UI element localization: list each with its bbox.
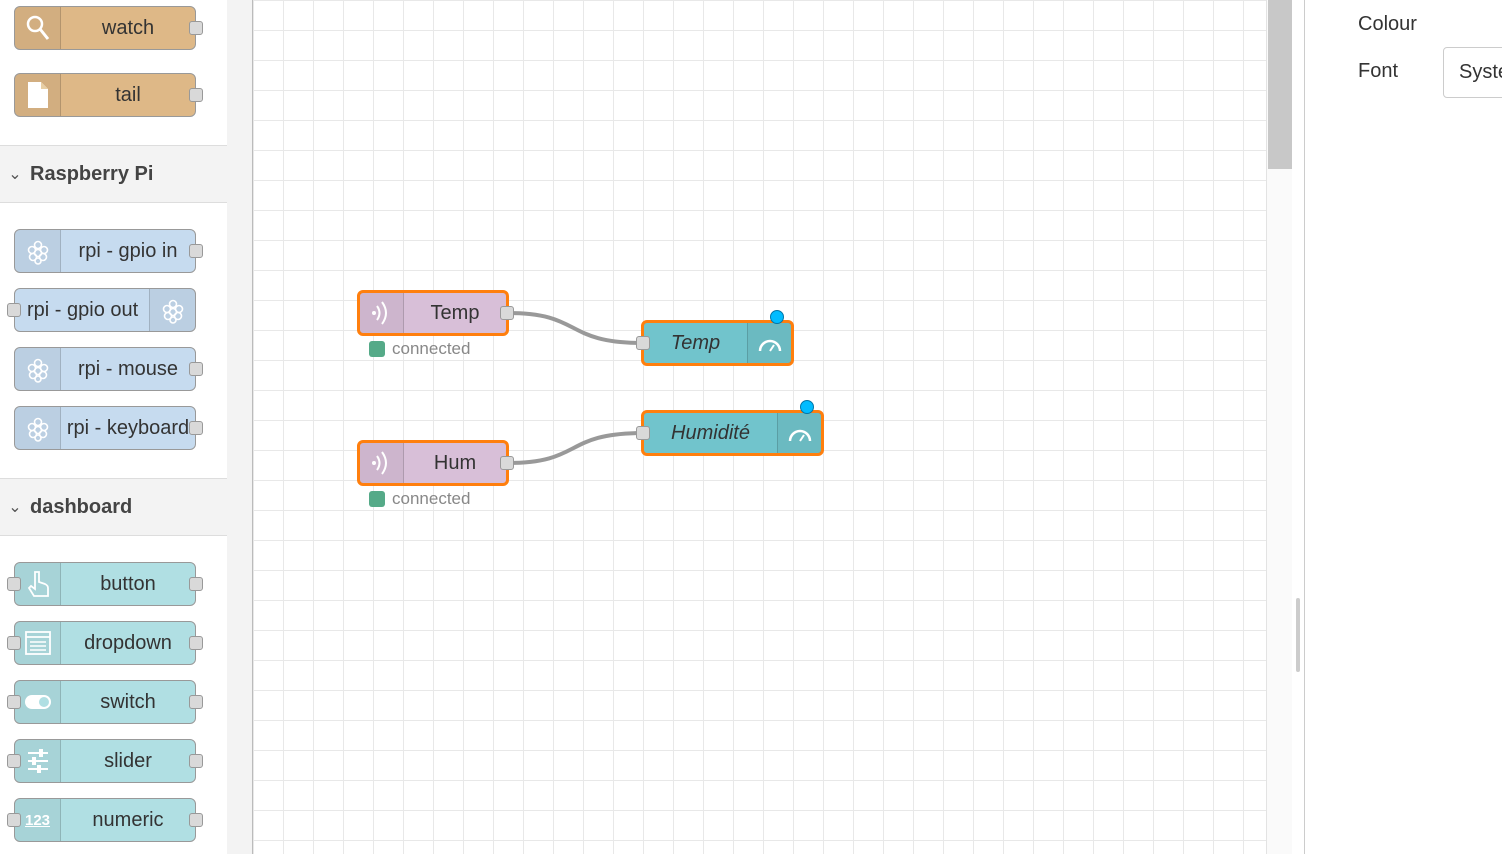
palette-node-dropdown[interactable]: dropdown <box>7 621 203 665</box>
palette-node-label: rpi - keyboard <box>66 416 190 439</box>
raspberry-icon <box>15 230 61 272</box>
category-dashboard[interactable]: ⌄ dashboard <box>0 478 227 536</box>
font-select-value: System Font <box>1459 61 1502 83</box>
palette-node-numeric[interactable]: 123 numeric <box>7 798 203 842</box>
flow-workspace[interactable]: Temp connected Temp Hum connected Humidi… <box>253 0 1266 854</box>
status-text: connected <box>392 339 471 358</box>
palette-node-rpi-keyboard[interactable]: rpi - keyboard <box>14 406 203 450</box>
search-icon <box>15 7 61 49</box>
palette-node-button[interactable]: button <box>7 562 203 606</box>
palette-node-label: numeric <box>92 808 164 831</box>
changed-indicator <box>770 310 784 324</box>
palette-node-rpi-mouse[interactable]: rpi - mouse <box>14 347 203 391</box>
resize-grip[interactable] <box>1296 598 1300 672</box>
palette-node-rpi-gpio-out[interactable]: rpi - gpio out <box>7 288 196 332</box>
category-title: dashboard <box>30 495 133 518</box>
output-port[interactable] <box>189 636 203 650</box>
flow-node-mqtt-hum[interactable]: Hum <box>357 440 514 486</box>
font-select[interactable]: System Font <box>1443 47 1502 98</box>
status-dot <box>369 341 385 357</box>
palette-node-label: slider <box>104 749 152 772</box>
wire-temp[interactable] <box>507 311 644 345</box>
input-port[interactable] <box>636 426 650 440</box>
bridge-icon <box>360 293 404 333</box>
palette-node-label: switch <box>100 690 156 713</box>
wire-hum[interactable] <box>507 431 644 465</box>
output-port[interactable] <box>500 456 514 470</box>
status-indicator: connected <box>369 489 470 509</box>
output-port[interactable] <box>189 244 203 258</box>
font-label: Font <box>1358 60 1399 82</box>
palette-node-label: dropdown <box>84 631 172 654</box>
raspberry-icon <box>15 348 61 390</box>
chevron-down-icon: ⌄ <box>8 499 22 516</box>
changed-indicator <box>800 400 814 414</box>
flow-node-gauge-humidity[interactable]: Humidité <box>636 410 824 456</box>
input-port[interactable] <box>636 336 650 350</box>
palette-scroll-gutter <box>227 0 253 854</box>
flow-node-gauge-temp[interactable]: Temp <box>636 320 794 366</box>
pointer-icon <box>15 563 61 605</box>
status-dot <box>369 491 385 507</box>
flow-node-label: Temp <box>670 331 721 354</box>
palette-node-label: button <box>100 572 156 595</box>
input-port[interactable] <box>7 695 21 709</box>
palette-node-tail[interactable]: tail <box>14 73 203 117</box>
output-port[interactable] <box>189 21 203 35</box>
flow-node-label: Hum <box>433 451 477 474</box>
workspace-scrollbar[interactable] <box>1266 0 1292 854</box>
input-port[interactable] <box>7 813 21 827</box>
output-port[interactable] <box>189 754 203 768</box>
input-port[interactable] <box>7 303 21 317</box>
output-port[interactable] <box>189 421 203 435</box>
palette-node-rpi-gpio-in[interactable]: rpi - gpio in <box>14 229 203 273</box>
colour-label: Colour <box>1358 13 1417 35</box>
gauge-icon <box>747 323 791 363</box>
palette-node-watch[interactable]: watch <box>14 6 203 50</box>
category-title: Raspberry Pi <box>30 162 154 185</box>
category-raspberry-pi[interactable]: ⌄ Raspberry Pi <box>0 145 227 203</box>
list-icon <box>15 622 61 664</box>
palette-node-switch[interactable]: switch <box>7 680 203 724</box>
flow-node-label: Temp <box>430 301 480 324</box>
toggle-icon <box>15 681 61 723</box>
gauge-icon <box>777 413 821 453</box>
wires-layer <box>507 311 644 465</box>
status-text: connected <box>392 489 471 508</box>
sliders-icon <box>15 740 61 782</box>
output-port[interactable] <box>189 362 203 376</box>
node-palette: watch tail ⌄ Raspberry Pi rpi - gpio in … <box>0 0 227 854</box>
output-port[interactable] <box>189 813 203 827</box>
flow-node-mqtt-temp[interactable]: Temp <box>357 290 514 336</box>
numeric-icon: 123 <box>15 799 61 841</box>
scrollbar-thumb[interactable] <box>1268 0 1292 169</box>
palette-node-slider[interactable]: slider <box>7 739 203 783</box>
input-port[interactable] <box>7 636 21 650</box>
sidebar-resize-divider[interactable] <box>1292 0 1305 854</box>
palette-node-label: tail <box>115 83 141 106</box>
raspberry-icon <box>149 289 195 331</box>
output-port[interactable] <box>189 88 203 102</box>
file-icon <box>15 74 61 116</box>
palette-node-label: watch <box>101 16 155 39</box>
palette-node-label: rpi - mouse <box>77 357 179 380</box>
output-port[interactable] <box>500 306 514 320</box>
chevron-down-icon: ⌄ <box>8 166 22 183</box>
properties-sidebar: Colour Font System Font <box>1306 0 1502 854</box>
input-port[interactable] <box>7 754 21 768</box>
output-port[interactable] <box>189 695 203 709</box>
numeric-icon-text: 123 <box>24 811 51 829</box>
palette-node-label: rpi - gpio out <box>27 298 139 321</box>
flow-node-label: Humidité <box>671 421 750 444</box>
palette-node-label: rpi - gpio in <box>78 239 178 262</box>
bridge-icon <box>360 443 404 483</box>
status-indicator: connected <box>369 339 470 359</box>
output-port[interactable] <box>189 577 203 591</box>
raspberry-icon <box>15 407 61 449</box>
input-port[interactable] <box>7 577 21 591</box>
